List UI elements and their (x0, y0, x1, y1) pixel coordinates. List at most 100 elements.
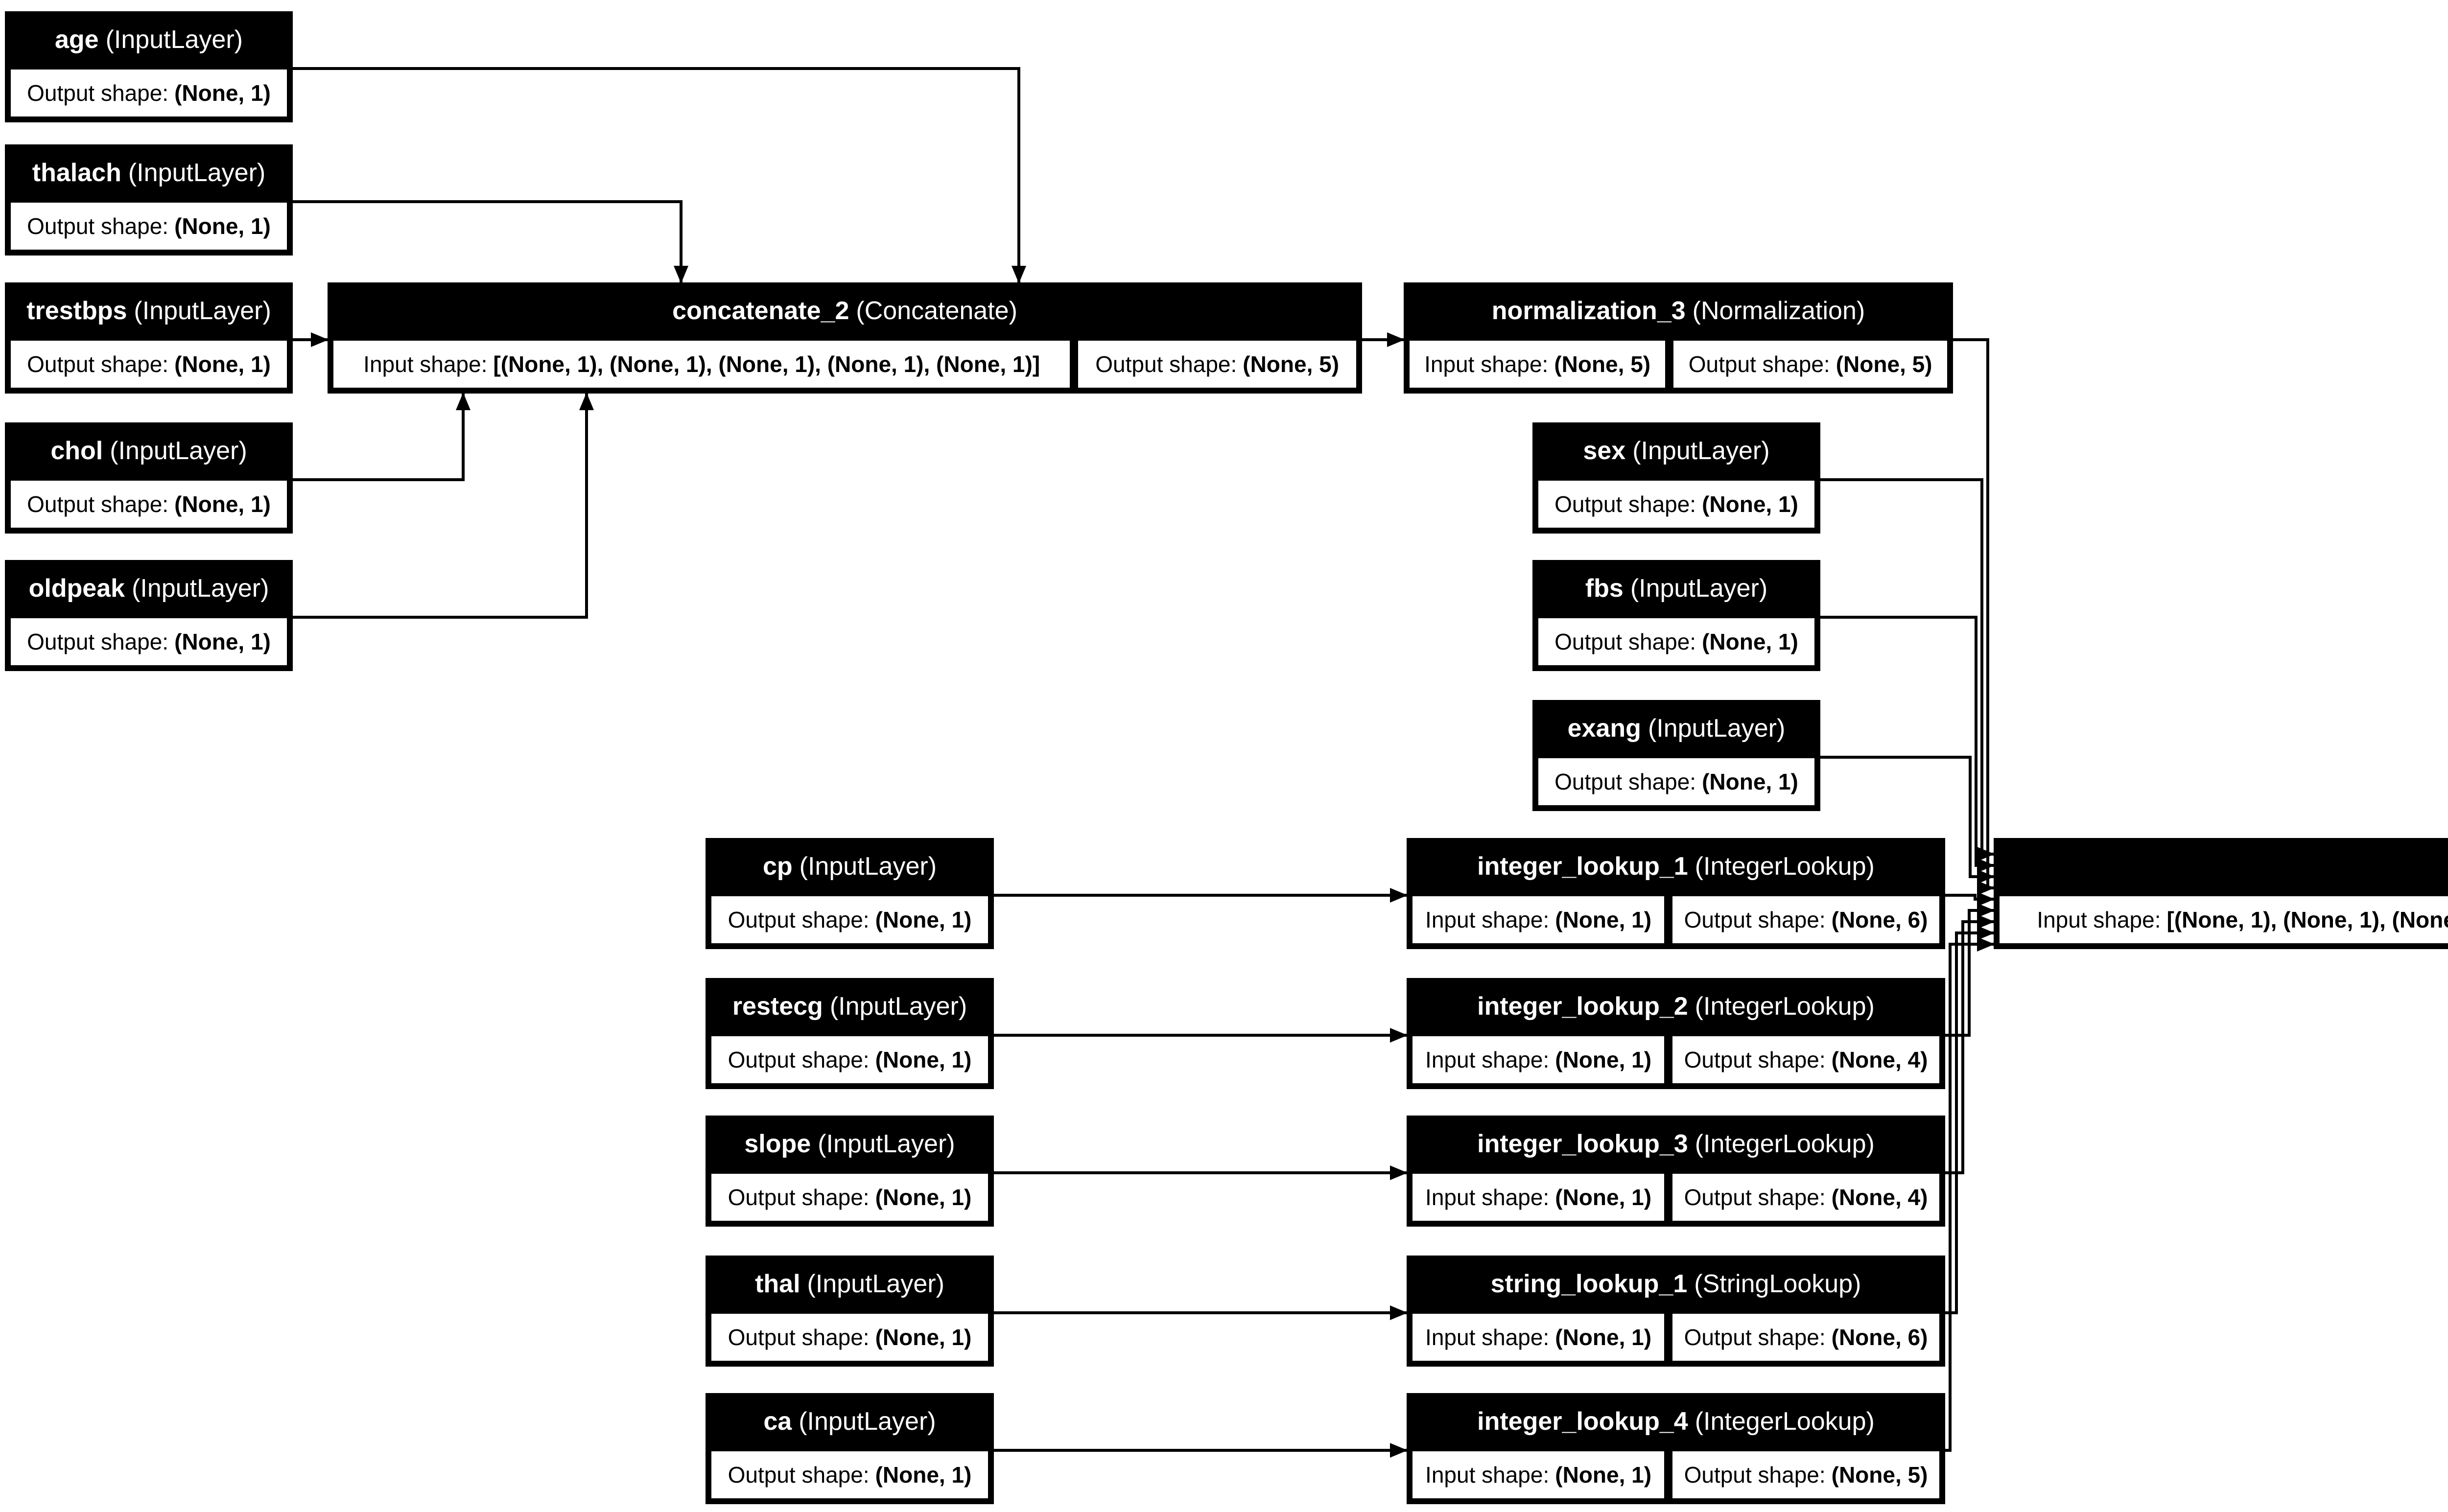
layer-title: integer_lookup_2 (IntegerLookup) (1411, 978, 1941, 1034)
layer-title: slope (InputLayer) (709, 1116, 990, 1172)
layer-type: (Concatenate) (856, 296, 1017, 325)
layer-node-restecg: restecg (InputLayer) Output shape:(None,… (706, 978, 994, 1089)
shape-label: Output shape: (728, 1185, 870, 1210)
shape-cell: Input shape:(None, 1) (1411, 1312, 1667, 1363)
shape-label: Output shape: (1554, 629, 1696, 654)
layer-title: thal (InputLayer) (709, 1256, 990, 1312)
layer-type: (InputLayer) (1632, 436, 1770, 465)
shape-cell: Output shape:(None, 6) (1671, 1312, 1941, 1363)
shape-value: (None, 5) (1831, 1462, 1928, 1488)
edge-sex-to-concatenate_3 (1820, 478, 1995, 861)
shape-value: (None, 1) (875, 907, 972, 932)
shape-label: Output shape: (27, 491, 169, 517)
shape-label: Output shape: (728, 1325, 870, 1350)
layer-shape-row: Output shape:(None, 1) (709, 1034, 990, 1085)
shape-cell: Output shape:(None, 1) (1536, 756, 1816, 807)
layer-node-exang: exang (InputLayer) Output shape:(None, 1… (1532, 700, 1820, 811)
layer-title: trestbps (InputLayer) (9, 282, 289, 339)
layer-title: fbs (InputLayer) (1536, 560, 1816, 616)
shape-value: (None, 1) (1702, 769, 1798, 794)
layer-name: chol (50, 436, 103, 465)
shape-value: (None, 1) (1555, 1325, 1652, 1350)
shape-cell: Output shape:(None, 6) (1671, 894, 1941, 945)
layer-type: (InputLayer) (110, 436, 247, 465)
shape-value: (None, 1) (174, 491, 271, 517)
layer-type: (IntegerLookup) (1695, 992, 1875, 1021)
shape-value: (None, 6) (1831, 1325, 1928, 1350)
layer-title: concatenate_2 (Concatenate) (331, 282, 1358, 339)
shape-value: (None, 4) (1831, 1047, 1928, 1072)
shape-cell: Input shape:[(None, 1), (None, 1), (None… (1998, 894, 2448, 945)
shape-cell: Input shape:(None, 1) (1411, 1449, 1667, 1500)
layer-shape-row: Output shape:(None, 1) (9, 339, 289, 390)
layer-node-thalach: thalach (InputLayer) Output shape:(None,… (5, 144, 293, 256)
layer-shape-row: Input shape:[(None, 1), (None, 1), (None… (331, 339, 1358, 390)
shape-label: Output shape: (1684, 1462, 1826, 1488)
layer-name: restecg (732, 992, 823, 1021)
shape-cell: Output shape:(None, 1) (9, 201, 289, 252)
layer-node-ca: ca (InputLayer) Output shape:(None, 1) (706, 1393, 994, 1504)
layer-shape-row: Input shape:(None, 1)Output shape:(None,… (1411, 1172, 1941, 1223)
shape-label: Output shape: (27, 213, 169, 239)
layer-shape-row: Output shape:(None, 1) (709, 1312, 990, 1363)
layer-shape-row: Input shape:(None, 1)Output shape:(None,… (1411, 894, 1941, 945)
shape-value: (None, 1) (174, 213, 271, 239)
layer-title: thalach (InputLayer) (9, 144, 289, 201)
shape-value: (None, 5) (1554, 351, 1651, 377)
layer-name: thalach (32, 158, 121, 187)
layer-title: restecg (InputLayer) (709, 978, 990, 1034)
edge-oldpeak-to-concatenate_2 (293, 393, 594, 619)
shape-label: Input shape: (1424, 351, 1549, 377)
shape-cell: Output shape:(None, 5) (1671, 1449, 1941, 1500)
layer-name: ca (763, 1407, 792, 1436)
shape-cell: Output shape:(None, 1) (709, 1172, 990, 1223)
layer-node-slope: slope (InputLayer) Output shape:(None, 1… (706, 1116, 994, 1227)
layer-node-fbs: fbs (InputLayer) Output shape:(None, 1) (1532, 560, 1820, 671)
shape-value: (None, 4) (1831, 1185, 1928, 1210)
shape-value: (None, 5) (1836, 351, 1932, 377)
shape-label: Input shape: (1425, 907, 1550, 932)
layer-shape-row: Input shape:[(None, 1), (None, 1), (None… (1998, 894, 2448, 945)
layer-type: (InputLayer) (799, 852, 937, 881)
edge-normalization_3-to-concatenate_3 (1953, 338, 1995, 895)
layer-type: (InputLayer) (829, 992, 967, 1021)
layer-node-sex: sex (InputLayer) Output shape:(None, 1) (1532, 422, 1820, 534)
layer-node-integer_lookup_3: integer_lookup_3 (IntegerLookup) Input s… (1407, 1116, 1945, 1227)
layer-shape-row: Output shape:(None, 1) (9, 201, 289, 252)
layer-type: (InputLayer) (105, 25, 243, 54)
layer-title: oldpeak (InputLayer) (9, 560, 289, 616)
layer-node-trestbps: trestbps (InputLayer) Output shape:(None… (5, 282, 293, 394)
layer-shape-row: Output shape:(None, 1) (1536, 616, 1816, 667)
shape-cell: Output shape:(None, 1) (1536, 616, 1816, 667)
edge-integer_lookup_3-to-concatenate_3 (1945, 914, 1995, 1174)
layer-node-chol: chol (InputLayer) Output shape:(None, 1) (5, 422, 293, 534)
shape-cell: Output shape:(None, 1) (9, 339, 289, 390)
layer-title: string_lookup_1 (StringLookup) (1411, 1256, 1941, 1312)
shape-cell: Input shape:(None, 5) (1408, 339, 1668, 390)
shape-value: (None, 1) (174, 80, 271, 106)
layer-shape-row: Output shape:(None, 1) (9, 479, 289, 530)
layer-shape-row: Output shape:(None, 1) (9, 68, 289, 118)
shape-cell: Output shape:(None, 1) (9, 68, 289, 118)
layer-name: concatenate_2 (672, 296, 849, 325)
layer-name: integer_lookup_2 (1477, 992, 1688, 1021)
layer-type: (InputLayer) (807, 1269, 944, 1298)
shape-value: (None, 6) (1831, 907, 1928, 932)
layer-name: fbs (1585, 574, 1624, 603)
shape-cell: Output shape:(None, 1) (9, 479, 289, 530)
layer-node-concatenate_3: concatenate_3 (Concatenate) Input shape:… (1994, 838, 2448, 949)
layer-type: (IntegerLookup) (1695, 852, 1875, 881)
shape-cell: Input shape:(None, 1) (1411, 1034, 1667, 1085)
shape-cell: Output shape:(None, 5) (1076, 339, 1358, 390)
shape-label: Output shape: (728, 1462, 870, 1488)
shape-label: Output shape: (1554, 491, 1696, 517)
layer-title: normalization_3 (Normalization) (1408, 282, 1949, 339)
layer-name: oldpeak (28, 574, 125, 603)
shape-label: Input shape: (363, 351, 488, 377)
layer-type: (InputLayer) (1648, 714, 1786, 743)
layer-name: exang (1567, 714, 1641, 743)
shape-label: Output shape: (1095, 351, 1237, 377)
shape-label: Output shape: (27, 80, 169, 106)
shape-cell: Input shape:(None, 1) (1411, 894, 1667, 945)
